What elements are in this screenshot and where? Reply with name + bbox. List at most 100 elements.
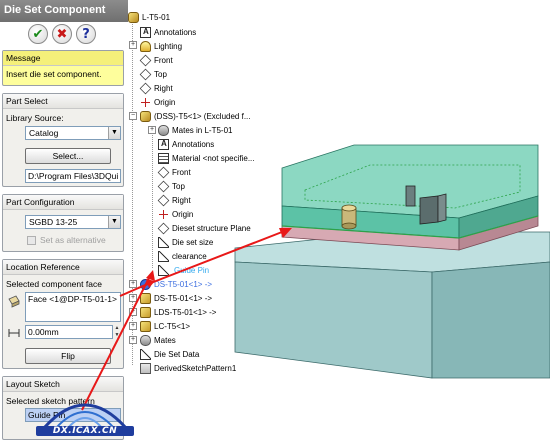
plane-icon — [139, 82, 152, 95]
annotations-icon — [140, 27, 151, 38]
tree-item[interactable]: Origin — [140, 96, 175, 109]
tree-item-label: Annotations — [172, 140, 215, 149]
tree-item[interactable]: Top — [139, 68, 167, 81]
offset-icon — [7, 327, 21, 339]
origin-icon — [140, 97, 151, 108]
set-alternative-label: Set as alternative — [40, 235, 106, 245]
tree-item-selected[interactable]: Guide Pin — [158, 264, 211, 277]
tree-item[interactable]: Mates in L-T5-01 — [158, 124, 232, 137]
watermark-logo: DX.ICAX.CN — [36, 388, 134, 440]
origin-icon — [158, 209, 169, 220]
collapse-icon[interactable]: − — [129, 112, 137, 120]
expand-icon[interactable]: + — [129, 322, 137, 330]
feature-tree: L-T5-01 Annotations + Lighting Front Top… — [128, 0, 428, 441]
part-icon — [140, 307, 151, 318]
tree-item-label: Dieset structure Plane — [172, 224, 251, 233]
tree-item[interactable]: (DSS)-T5<1> (Excluded f... — [140, 110, 250, 123]
panel-actions: ✔ ✖ ? — [28, 24, 96, 44]
location-reference-group: Location Reference Selected component fa… — [2, 259, 124, 369]
chevron-down-icon[interactable]: ▼ — [108, 127, 120, 139]
expand-icon[interactable]: + — [129, 308, 137, 316]
part-icon — [140, 293, 151, 304]
tree-item[interactable]: Right — [157, 194, 191, 207]
tree-item-label: clearance — [172, 252, 207, 261]
sketch-pattern-label: Selected sketch pattern — [6, 396, 95, 406]
ok-button[interactable]: ✔ — [28, 24, 48, 44]
offset-distance-input[interactable]: 0.00mm — [25, 325, 113, 339]
tree-item-label: Front — [172, 168, 191, 177]
flip-button[interactable]: Flip — [25, 348, 111, 364]
tree-item[interactable]: DS-T5-01<1> -> — [140, 278, 212, 291]
offset-spinner[interactable]: ▲▼ — [114, 325, 120, 338]
tree-item[interactable]: DerivedSketchPattern1 — [140, 362, 236, 375]
library-source-value: Catalog — [29, 128, 59, 138]
tree-item[interactable]: clearance — [158, 250, 207, 263]
tree-item-label: DS-T5-01<1> -> — [154, 280, 213, 289]
tree-item[interactable]: Die set size — [158, 236, 213, 249]
tree-item[interactable]: LDS-T5-01<1> -> — [140, 306, 216, 319]
tree-item-label: LC-T5<1> — [154, 322, 191, 331]
tree-item-label: Right — [154, 84, 173, 93]
tree-item[interactable]: Lighting — [140, 40, 182, 53]
location-reference-title[interactable]: Location Reference — [3, 260, 123, 275]
part-select-title[interactable]: Part Select — [3, 94, 123, 109]
tree-item[interactable]: Top — [157, 180, 185, 193]
tree-item-label: Lighting — [154, 42, 183, 51]
tree-item[interactable]: Front — [139, 54, 173, 67]
tree-item-label: Die set size — [172, 238, 214, 247]
tree-item[interactable]: Die Set Data — [140, 348, 199, 361]
expand-icon[interactable]: + — [148, 126, 156, 134]
tree-item-label: Die Set Data — [154, 350, 200, 359]
selected-face-field[interactable]: Face <1@DP-T5-01-1> — [25, 292, 121, 322]
tree-item[interactable]: DS-T5-01<1> -> — [140, 292, 212, 305]
tree-item[interactable]: Mates — [140, 334, 176, 347]
tree-item-label: Annotations — [154, 28, 197, 37]
message-title: Message — [3, 51, 123, 66]
assembly-icon — [140, 111, 151, 122]
property-manager: Die Set Component ✔ ✖ ? Message Insert d… — [0, 0, 128, 441]
configuration-value: SGBD 13-25 — [29, 217, 78, 227]
library-path-field[interactable]: D:\Program Files\3DQui — [25, 169, 121, 183]
plane-icon — [139, 68, 152, 81]
watermark-emblem — [42, 403, 128, 429]
plane-icon — [139, 54, 152, 67]
tree-item-label: Origin — [154, 98, 176, 107]
tree-item-label: DS-T5-01<1> -> — [154, 294, 213, 303]
message-group: Message Insert die set component. — [2, 50, 124, 86]
selected-face-label: Selected component face — [6, 279, 102, 289]
expand-icon[interactable]: + — [129, 336, 137, 344]
material-icon — [158, 153, 169, 164]
tree-item[interactable]: Origin — [158, 208, 193, 221]
tree-item[interactable]: Dieset structure Plane — [157, 222, 251, 235]
library-source-select[interactable]: Catalog ▼ — [25, 126, 121, 140]
expand-icon[interactable]: + — [129, 41, 137, 49]
set-alternative-checkbox[interactable] — [27, 236, 36, 245]
cancel-button[interactable]: ✖ — [52, 24, 72, 44]
sketch-icon — [158, 251, 169, 262]
part-configuration-title[interactable]: Part Configuration — [3, 195, 123, 210]
tree-item[interactable]: Annotations — [140, 26, 196, 39]
part-select-group: Part Select Library Source: Catalog ▼ Se… — [2, 93, 124, 187]
sketch-icon — [158, 265, 169, 276]
select-button[interactable]: Select... — [25, 148, 111, 164]
tree-item-label: (DSS)-T5<1> (Excluded f... — [154, 112, 251, 121]
expand-icon[interactable]: + — [129, 280, 137, 288]
tree-item-label: Mates — [154, 336, 176, 345]
message-text: Insert die set component. — [6, 69, 102, 79]
expand-icon[interactable]: + — [129, 294, 137, 302]
tree-item-label: Front — [154, 56, 173, 65]
tree-item-label: Right — [172, 196, 191, 205]
tree-item[interactable]: LC-T5<1> — [140, 320, 190, 333]
tree-item[interactable]: Annotations — [158, 138, 214, 151]
tree-item[interactable]: Right — [139, 82, 173, 95]
configuration-select[interactable]: SGBD 13-25 ▼ — [25, 215, 121, 229]
mates-icon — [158, 125, 169, 136]
tree-item[interactable]: Material <not specifie... — [158, 152, 254, 165]
help-button[interactable]: ? — [76, 24, 96, 44]
tree-item[interactable]: Front — [157, 166, 191, 179]
part-configuration-group: Part Configuration SGBD 13-25 ▼ Set as a… — [2, 194, 124, 252]
part-icon — [140, 321, 151, 332]
chevron-down-icon[interactable]: ▼ — [108, 216, 120, 228]
library-source-label: Library Source: — [6, 113, 64, 123]
tree-root[interactable]: L-T5-01 — [128, 11, 170, 24]
